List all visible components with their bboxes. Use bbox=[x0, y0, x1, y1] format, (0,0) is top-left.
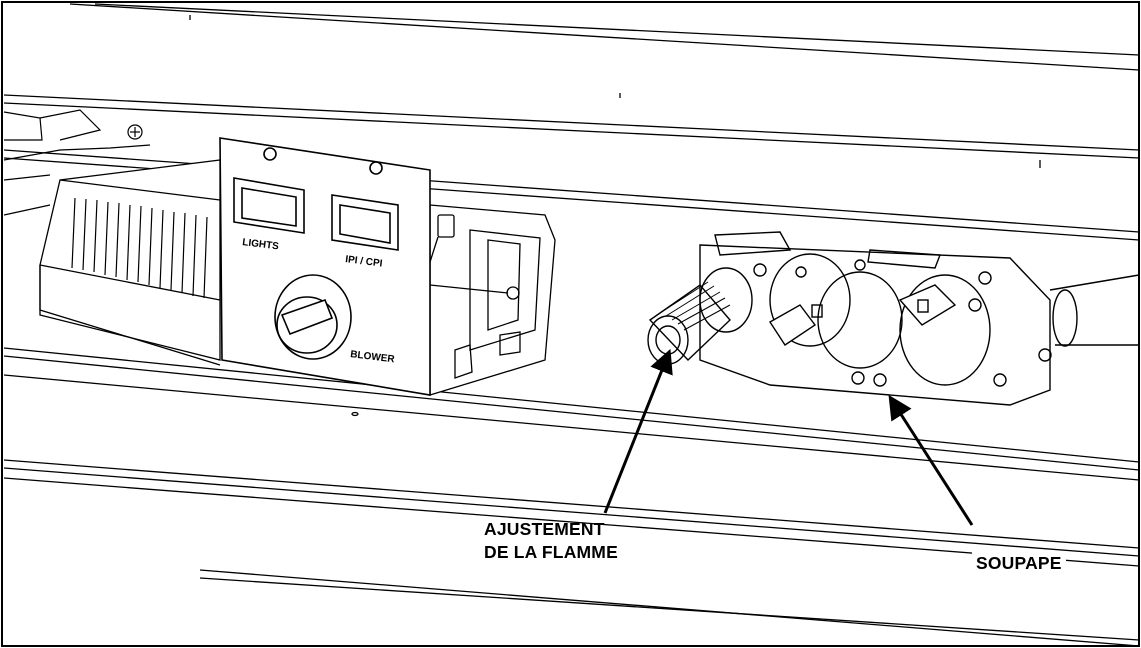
ipi-cpi-switch-label: IPI / CPI bbox=[345, 254, 384, 269]
flame-adjust-callout: AJUSTEMENT DE LA FLAMME bbox=[484, 518, 618, 564]
flame-adjust-arrow bbox=[603, 348, 673, 514]
valve-arrow bbox=[888, 394, 974, 526]
blower-module bbox=[39, 159, 221, 366]
lights-switch-label: LIGHTS bbox=[242, 237, 280, 252]
gas-valve bbox=[647, 231, 1140, 406]
flame-adjust-line1: AJUSTEMENT bbox=[484, 519, 605, 539]
switch-bracket bbox=[429, 204, 556, 396]
valve-callout: SOUPAPE bbox=[972, 552, 1066, 575]
flame-adjust-line2: DE LA FLAMME bbox=[484, 542, 618, 562]
control-faceplate bbox=[219, 137, 431, 396]
blower-knob-label: BLOWER bbox=[350, 349, 396, 365]
left-bracket bbox=[3, 109, 151, 216]
lower-tray bbox=[3, 347, 1140, 647]
